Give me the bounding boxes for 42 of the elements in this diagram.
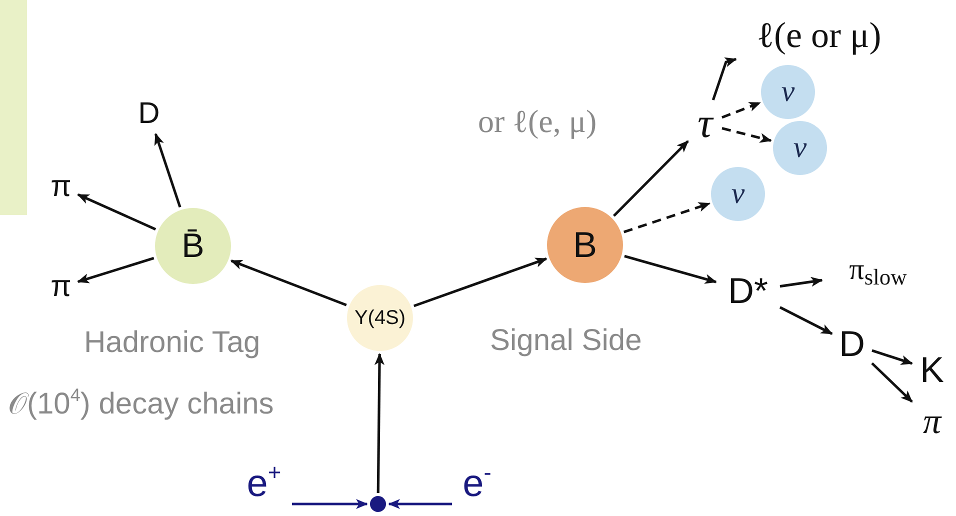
particle-label: π (46, 170, 76, 204)
arrow (388, 499, 452, 509)
caption-text: Signal Side (490, 324, 642, 357)
arrow (722, 127, 772, 143)
particle-label: τ (690, 102, 720, 146)
particle-circle: B̄ (155, 208, 231, 284)
caption-text: 𝒪(10$^{4}$) decay chains (8, 386, 274, 421)
arrow (77, 256, 154, 284)
particle-label: ℓ(e or μ) (738, 12, 900, 58)
particle-label: K (914, 348, 950, 392)
particle-label: D* (718, 270, 778, 312)
particle-circle: ν (761, 65, 815, 119)
particle-circle: Y(4S) (347, 285, 413, 351)
arrow (712, 57, 737, 100)
particle-label: e$^{-}$ (452, 460, 502, 504)
alternative-label: or ℓ(e, μ) (478, 104, 597, 140)
particle-label: D (136, 96, 162, 132)
arrow (623, 202, 710, 234)
particle-label: π (46, 270, 76, 304)
side-panel (0, 0, 27, 215)
arrow (292, 499, 368, 509)
particle-circle: B (547, 207, 623, 283)
arrow (780, 276, 823, 288)
particle-label: D (834, 322, 870, 366)
particle-label: e$^{+}$ (236, 460, 292, 504)
arrow (779, 306, 833, 335)
arrow (413, 258, 548, 308)
particle-circle: ν (711, 167, 765, 221)
arrow (722, 102, 761, 119)
arrow (624, 254, 717, 284)
arrow (871, 362, 913, 403)
collision-point (370, 496, 386, 512)
particle-label: π (914, 400, 950, 442)
arrow (154, 133, 182, 208)
arrow (872, 349, 913, 365)
arrow (374, 353, 384, 494)
arrow (230, 260, 347, 306)
caption-text: Hadronic Tag (84, 326, 260, 359)
particle-circle: ν (773, 121, 827, 175)
arrow (612, 140, 689, 217)
arrow (77, 193, 156, 230)
particle-label: π$_{slow}$ (824, 252, 932, 292)
